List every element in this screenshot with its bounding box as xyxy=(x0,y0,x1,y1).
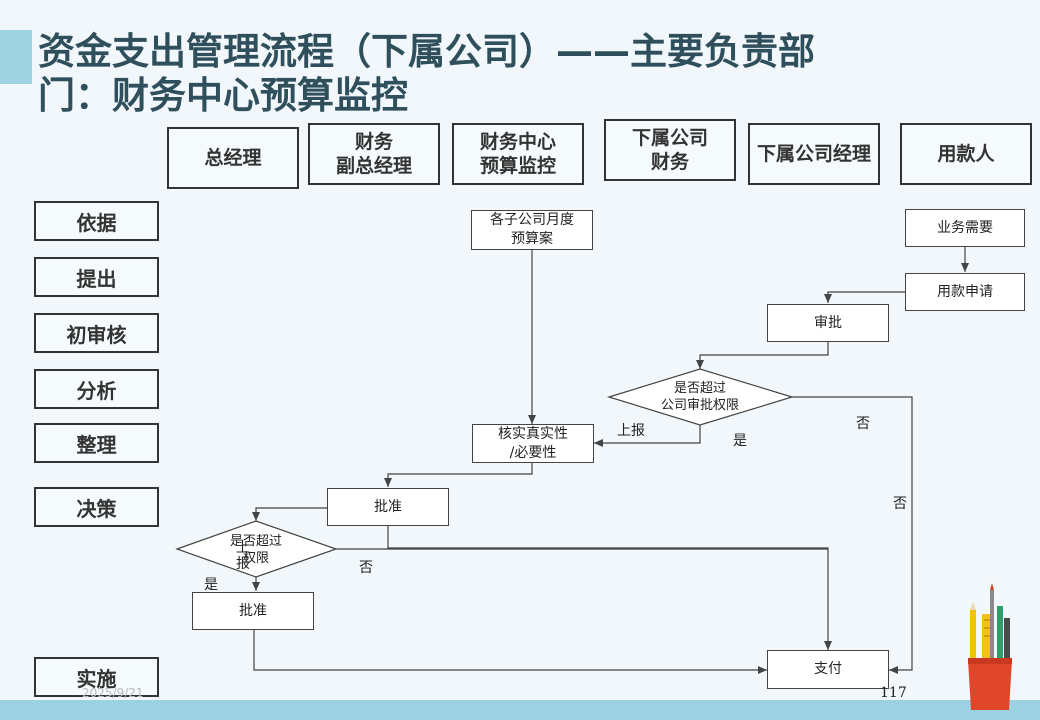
decision2-diamond xyxy=(175,520,338,578)
node-payment: 支付 xyxy=(767,650,889,689)
label-report-1: 上报 xyxy=(617,423,645,439)
label-no-2: 否 xyxy=(359,560,373,576)
decision1-diamond xyxy=(606,368,795,426)
node-monthly-budget: 各子公司月度 预算案 xyxy=(471,210,593,250)
row-header-initial-review: 初审核 xyxy=(34,313,159,353)
lane-header-finance-vp: 财务 副总经理 xyxy=(308,123,440,185)
label-report-2: 上 报 xyxy=(236,540,250,572)
node-verify: 核实真实性 /必要性 xyxy=(472,424,594,463)
node-payment-request: 用款申请 xyxy=(905,273,1025,311)
lane-header-requester: 用款人 xyxy=(900,123,1032,185)
lane-header-subsidiary-finance: 下属公司 财务 xyxy=(604,119,736,181)
lane-header-subsidiary-manager: 下属公司经理 xyxy=(748,123,880,185)
page-title: 资金支出管理流程（下属公司）——主要负责部门：财务中心预算监控 xyxy=(38,30,815,117)
bottom-band xyxy=(0,700,1040,720)
label-no-right: 否 xyxy=(893,496,907,512)
node-review: 审批 xyxy=(767,304,889,342)
label-yes-1: 是 xyxy=(733,433,747,449)
row-header-analysis: 分析 xyxy=(34,369,159,409)
lane-header-general-manager: 总经理 xyxy=(167,127,299,189)
node-approve-2: 批准 xyxy=(192,592,314,630)
lane-header-budget-monitor: 财务中心 预算监控 xyxy=(452,123,584,185)
label-yes-2: 是 xyxy=(204,577,218,593)
node-approve-1: 批准 xyxy=(327,488,449,526)
row-header-basis: 依据 xyxy=(34,201,159,241)
row-header-organize: 整理 xyxy=(34,423,159,463)
footer-date: 2025/9/21 xyxy=(82,686,144,700)
decision1-text: 是否超过 公司审批权限 xyxy=(660,381,739,413)
node-business-need: 业务需要 xyxy=(905,209,1025,247)
pencil-cup-icon xyxy=(968,583,1012,710)
decision2-text: 是否超过 权限 xyxy=(229,534,282,566)
label-no-1: 否 xyxy=(856,416,870,432)
row-header-propose: 提出 xyxy=(34,257,159,297)
title-accent-bar xyxy=(0,30,32,84)
row-header-decision: 决策 xyxy=(34,487,159,527)
row-header-implement: 实施 xyxy=(34,657,159,697)
page-number: 117 xyxy=(880,685,907,701)
